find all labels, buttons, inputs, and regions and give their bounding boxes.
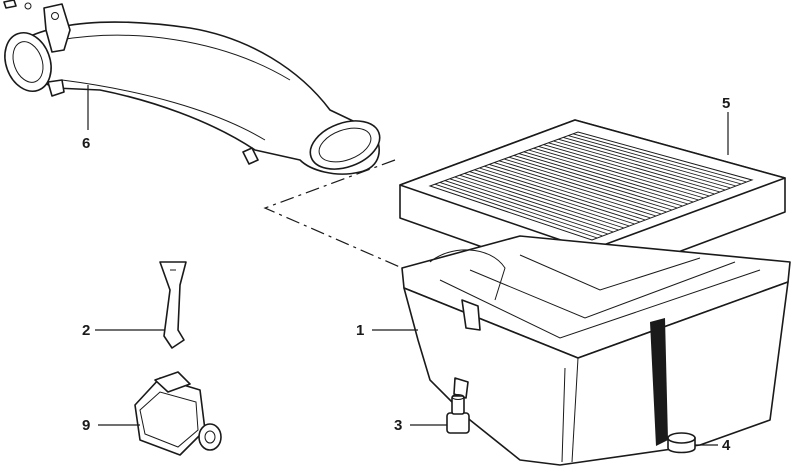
pleat-line xyxy=(558,138,731,189)
callout-9: 9 xyxy=(82,417,90,434)
pleat-line xyxy=(484,165,651,219)
callout-2: 2 xyxy=(82,322,90,339)
pleat-line xyxy=(533,147,705,199)
retaining-clip xyxy=(159,261,187,349)
pleat-line xyxy=(494,162,662,215)
callout-5: 5 xyxy=(722,95,730,112)
pleat-line xyxy=(528,149,699,201)
pleat-line xyxy=(489,163,657,217)
drain-plug xyxy=(446,394,470,434)
assembly-line xyxy=(263,159,403,269)
callout-6: 6 xyxy=(82,135,90,152)
pleat-line xyxy=(518,153,689,205)
pleat-line xyxy=(474,169,641,223)
pleat-line xyxy=(454,176,619,231)
pleat-line xyxy=(449,178,614,233)
pleat-line xyxy=(459,174,625,229)
intake-duct xyxy=(3,0,381,175)
pleat-line xyxy=(469,171,635,225)
pleat-line xyxy=(563,136,737,187)
filter-pleats xyxy=(434,133,747,239)
pleat-line xyxy=(548,142,721,193)
sensor xyxy=(134,371,222,456)
air-filter-housing xyxy=(401,235,791,466)
pleat-line xyxy=(513,154,683,207)
pleat-line xyxy=(503,158,673,211)
pleat-line xyxy=(553,140,726,191)
callout-4: 4 xyxy=(722,437,731,454)
pleat-line xyxy=(498,160,667,213)
pleat-line xyxy=(434,183,598,239)
pleat-line xyxy=(523,151,694,203)
pleat-line xyxy=(508,156,678,209)
pleat-line xyxy=(444,180,609,235)
pleat-line xyxy=(543,144,715,195)
callout-3: 3 xyxy=(394,417,402,434)
pleat-line xyxy=(538,145,710,197)
pleat-line xyxy=(572,133,747,183)
pleat-line xyxy=(464,172,630,227)
pleat-line xyxy=(439,181,603,237)
callout-1: 1 xyxy=(356,322,364,339)
pleat-line xyxy=(568,135,742,185)
pleat-line xyxy=(479,167,646,221)
cap xyxy=(667,432,696,454)
